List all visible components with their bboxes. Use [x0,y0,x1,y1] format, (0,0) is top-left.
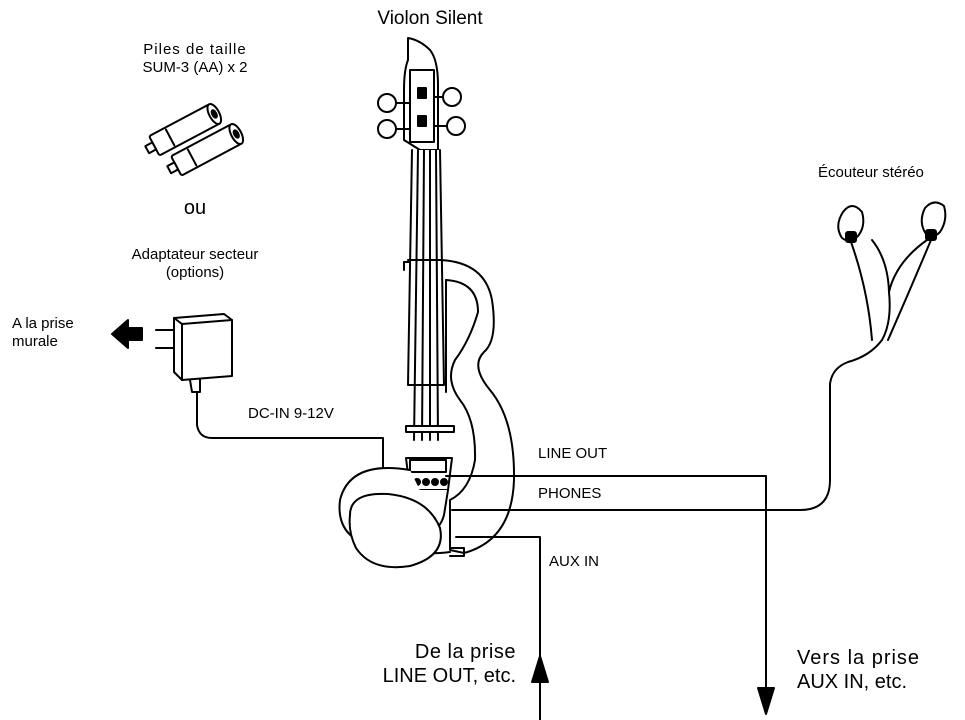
from-source-label: De la prise LINE OUT, etc. [340,640,516,688]
line-out-arrow-icon [757,687,775,715]
wall-socket-label-line2: murale [12,333,58,350]
dc-cable [196,391,384,479]
headphones-label: Écouteur stéréo [818,164,924,181]
phones-cable [451,239,891,511]
or-label: ou [183,197,207,219]
wall-socket-label-line1: A la prise [12,315,74,332]
headphones-icon [837,201,947,341]
aux-in-label: AUX IN [549,553,600,570]
wall-arrow-icon [111,319,143,349]
adapter-label-line2: (options) [165,264,225,281]
ac-adapter-icon [155,313,233,393]
adapter-label: Adaptateur secteur (options) [105,246,285,282]
to-destination-label-line2: AUX IN, etc. [797,671,908,693]
batteries-label-line2: SUM-3 (AA) x 2 [142,59,248,76]
aux-in-cable [455,536,541,720]
batteries-label: Piles de taille SUM-3 (AA) x 2 [110,41,280,77]
to-destination-label: Vers la prise AUX IN, etc. [797,646,920,694]
violin-icon [338,37,516,569]
line-out-cable [445,475,767,641]
batteries-label-line1: Piles de taille [143,41,247,58]
batteries-icon [144,102,245,176]
dc-in-label: DC-IN 9-12V [248,405,334,422]
diagram-title: Violon Silent [377,8,483,29]
phones-label: PHONES [538,485,602,502]
adapter-label-line1: Adaptateur secteur [131,246,259,263]
to-destination-label-line1: Vers la prise [797,647,921,669]
from-source-label-line2: LINE OUT, etc. [382,665,516,687]
line-out-label: LINE OUT [538,445,608,462]
aux-in-arrow-icon [531,655,549,683]
from-source-label-line1: De la prise [414,641,516,663]
wall-socket-label: A la prise murale [12,315,74,351]
